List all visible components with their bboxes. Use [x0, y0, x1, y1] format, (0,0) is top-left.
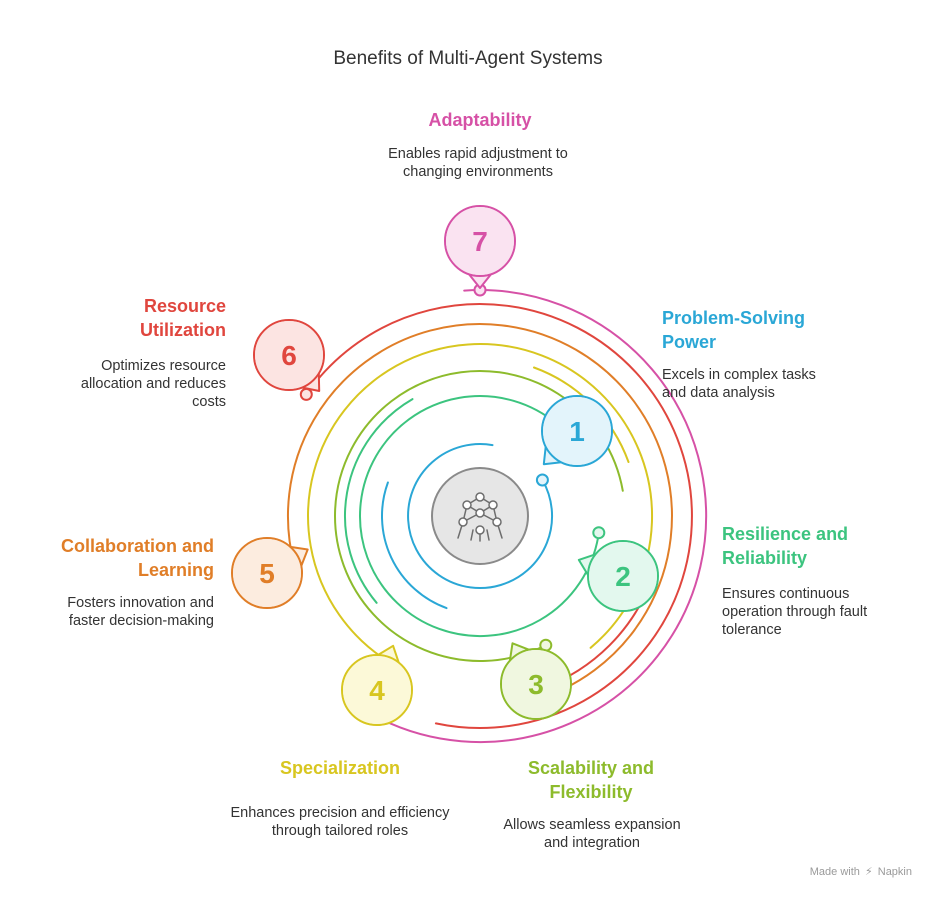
- desc-problem-solving-power: Excels in complex tasks and data analysi…: [662, 367, 816, 401]
- bubble-number-1: 1: [569, 416, 585, 447]
- multi-agent-network-icon-leg: [470, 529, 474, 541]
- bubble-number-2: 2: [615, 561, 631, 592]
- multi-agent-network-icon: [475, 492, 485, 502]
- ring-arc-4: [307, 343, 654, 663]
- ring-arc-5: [287, 323, 673, 703]
- multi-agent-network-icon: [488, 500, 498, 510]
- label-scalability-and-flexibility: Scalability and Flexibility: [527, 758, 655, 802]
- connector-dot-2: [592, 526, 606, 540]
- label-adaptability: Adaptability: [428, 110, 532, 130]
- bubble-fill-6: [255, 321, 323, 389]
- bubble-fill-3: [502, 650, 570, 718]
- desc-scalability-and-flexibility: Allows seamless expansion and integratio…: [503, 817, 681, 851]
- ring-arc-7: [366, 289, 708, 743]
- bubble-fill-5: [233, 539, 301, 607]
- connector-dot-6: [299, 387, 313, 401]
- connector-dot-1: [535, 473, 549, 487]
- watermark-prefix: Made with: [809, 866, 860, 878]
- bubble-number-5: 5: [259, 558, 275, 589]
- multi-agent-network-icon: [462, 500, 472, 510]
- bubble-number-3: 3: [528, 669, 544, 700]
- napkin-logo-icon: ⚡: [864, 866, 873, 878]
- label-specialization: Specialization: [279, 758, 401, 778]
- ring-arc-6: [305, 303, 693, 729]
- multi-agent-network-icon: [475, 525, 485, 535]
- ring-arc-1: [407, 443, 553, 589]
- label-resource-utilization: Resource Utilization: [140, 296, 226, 340]
- multi-agent-network-icon: [475, 508, 485, 518]
- label-resilience-and-reliability: Resilience and Reliability: [722, 524, 849, 568]
- bubble-number-7: 7: [472, 226, 488, 257]
- bubble-fill-2: [589, 542, 657, 610]
- watermark: Made with ⚡ Napkin: [810, 865, 912, 878]
- multi-agent-network-icon: [458, 517, 468, 527]
- bubble-fill-7: [446, 207, 514, 275]
- desc-specialization: Enhances precision and efficiency throug…: [230, 805, 450, 839]
- page-title: Benefits of Multi-Agent Systems: [333, 48, 603, 69]
- ring-arc-2: [359, 395, 600, 638]
- bubble-fill-1: [543, 397, 611, 465]
- watermark-brand: Napkin: [877, 866, 912, 878]
- multi-agent-network-icon: [492, 517, 502, 527]
- multi-agent-network-icon-leg: [486, 529, 490, 541]
- label-collaboration-and-learning: Collaboration and Learning: [61, 536, 214, 580]
- desc-resilience-and-reliability: Ensures continuous operation through fau…: [722, 586, 868, 638]
- ring-decor-1: [381, 481, 448, 610]
- desc-collaboration-and-learning: Fosters innovation and faster decision-m…: [67, 595, 214, 629]
- desc-resource-utilization: Optimizes resource allocation and reduce…: [80, 358, 226, 410]
- desc-adaptability: Enables rapid adjustment to changing env…: [388, 146, 568, 180]
- bubble-number-4: 4: [369, 675, 385, 706]
- label-problem-solving-power: Problem-Solving Power: [662, 308, 806, 352]
- bubble-number-6: 6: [281, 340, 297, 371]
- bubble-fill-4: [343, 656, 411, 724]
- ring-decor-2: [344, 398, 414, 604]
- ring-arc-3: [334, 370, 624, 662]
